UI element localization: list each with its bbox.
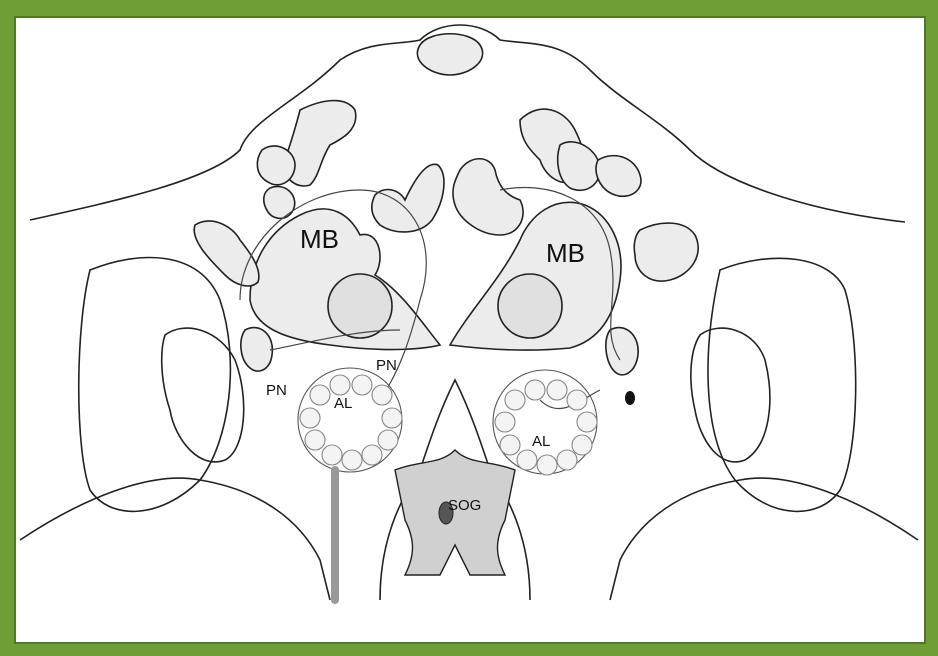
left-calyx (328, 274, 392, 338)
label-pn-left-outer: PN (266, 382, 287, 399)
label-sog: SOG (448, 497, 481, 514)
right-antennal-lobe (493, 370, 597, 475)
label-mb-left: MB (300, 224, 339, 254)
label-al-left: AL (334, 395, 352, 412)
right-optic-lobe (708, 258, 856, 511)
label-pn-left-inner: PN (376, 357, 397, 374)
label-al-right: AL (532, 433, 550, 450)
label-mb-right: MB (546, 238, 585, 268)
left-antennal-lobe (298, 368, 402, 472)
left-optic-lobe (79, 258, 231, 512)
right-calyx (498, 274, 562, 338)
cell-body-dot (625, 391, 635, 405)
